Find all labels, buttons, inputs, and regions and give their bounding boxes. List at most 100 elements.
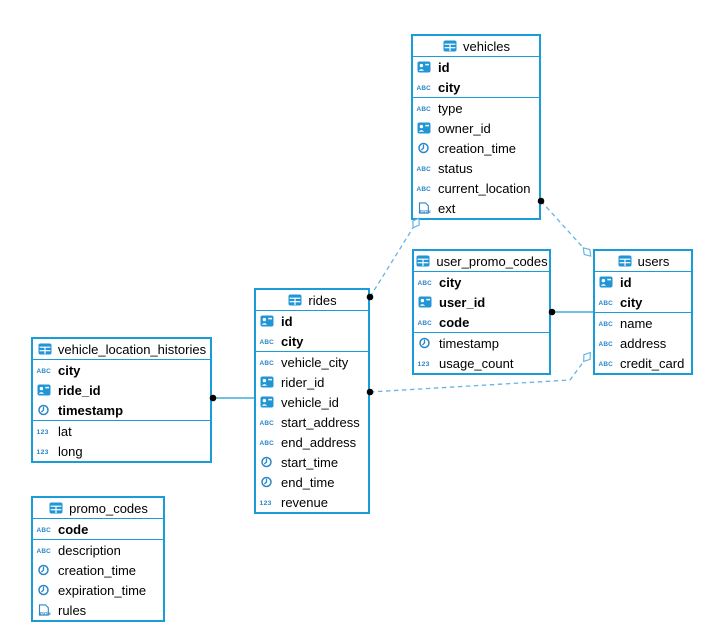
table-title: promo_codes — [69, 500, 148, 516]
svg-text:ABC: ABC — [417, 166, 432, 173]
table-icon — [37, 343, 53, 355]
json-column-icon: JSON — [36, 604, 54, 616]
table-header[interactable]: vehicles — [413, 36, 539, 57]
table-header[interactable]: rides — [256, 290, 368, 311]
table-title: vehicle_location_histories — [57, 341, 207, 357]
svg-text:ABC: ABC — [417, 106, 432, 113]
column-label: user_id — [439, 294, 486, 310]
column-creation_time: creation_time — [33, 560, 163, 580]
text-column-icon: ABC — [259, 335, 277, 347]
svg-text:ABC: ABC — [599, 361, 614, 368]
column-label: city — [438, 79, 461, 95]
time-column-icon — [416, 142, 434, 154]
id-column-icon — [259, 315, 277, 327]
column-label: timestamp — [58, 402, 124, 418]
id-column-icon — [36, 384, 54, 396]
column-id: id — [413, 57, 539, 77]
svg-text:ABC: ABC — [260, 440, 275, 447]
column-label: description — [58, 542, 121, 558]
table-title: users — [637, 253, 670, 269]
column-label: lat — [58, 423, 72, 439]
column-label: owner_id — [438, 120, 491, 136]
text-column-icon: ABC — [36, 523, 54, 535]
svg-text:ABC: ABC — [37, 527, 52, 534]
svg-text:ABC: ABC — [599, 300, 614, 307]
svg-text:ABC: ABC — [260, 360, 275, 367]
time-column-icon — [36, 404, 54, 416]
text-column-icon: ABC — [36, 364, 54, 376]
column-usage_count: 123 usage_count — [414, 353, 549, 373]
column-label: revenue — [281, 494, 328, 510]
text-column-icon: ABC — [598, 296, 616, 308]
column-type: ABC type — [413, 98, 539, 118]
column-city: ABC city — [414, 272, 549, 292]
svg-text:123: 123 — [37, 449, 49, 456]
column-label: start_time — [281, 454, 339, 470]
column-creation_time: creation_time — [413, 138, 539, 158]
column-label: city — [620, 294, 643, 310]
column-city: ABC city — [256, 331, 368, 351]
column-label: code — [58, 521, 89, 537]
column-end_time: end_time — [256, 472, 368, 492]
table-header[interactable]: user_promo_codes — [414, 251, 549, 272]
table-header[interactable]: promo_codes — [33, 498, 163, 519]
optional-diamond-marker — [582, 247, 592, 257]
column-description: ABC description — [33, 540, 163, 560]
column-label: id — [438, 59, 450, 75]
column-label: city — [281, 333, 304, 349]
column-label: vehicle_city — [281, 354, 349, 370]
svg-text:ABC: ABC — [418, 280, 433, 287]
column-city: ABC city — [413, 77, 539, 97]
column-label: credit_card — [620, 355, 685, 371]
column-start_time: start_time — [256, 452, 368, 472]
table-title: vehicles — [463, 38, 510, 54]
column-label: rules — [58, 602, 87, 618]
svg-text:ABC: ABC — [418, 320, 433, 327]
column-owner_id: owner_id — [413, 118, 539, 138]
table-header[interactable]: users — [595, 251, 691, 272]
id-column-icon — [417, 296, 435, 308]
table-header[interactable]: vehicle_location_histories — [33, 339, 210, 360]
column-label: current_location — [438, 180, 531, 196]
column-label: type — [438, 100, 463, 116]
column-label: id — [281, 313, 293, 329]
text-column-icon: ABC — [416, 102, 434, 114]
text-column-icon: ABC — [36, 544, 54, 556]
column-label: creation_time — [438, 140, 517, 156]
text-column-icon: ABC — [598, 357, 616, 369]
svg-text:123: 123 — [418, 361, 430, 368]
number-column-icon: 123 — [36, 425, 54, 437]
pk-separator — [33, 539, 163, 540]
svg-text:ABC: ABC — [417, 85, 432, 92]
svg-text:123: 123 — [37, 429, 49, 436]
table-title: user_promo_codes — [436, 253, 548, 269]
column-ride_id: ride_id — [33, 380, 210, 400]
column-vehicle_city: ABC vehicle_city — [256, 352, 368, 372]
column-lat: 123 lat — [33, 421, 210, 441]
column-label: id — [620, 274, 632, 290]
pk-separator — [33, 420, 210, 421]
column-label: rider_id — [281, 374, 325, 390]
column-label: usage_count — [439, 355, 514, 371]
column-city: ABC city — [595, 292, 691, 312]
optional-diamond-marker — [583, 351, 591, 363]
time-column-icon — [36, 564, 54, 576]
text-column-icon: ABC — [416, 162, 434, 174]
column-label: city — [439, 274, 462, 290]
column-rider_id: rider_id — [256, 372, 368, 392]
time-column-icon — [417, 337, 435, 349]
table-icon — [617, 255, 633, 267]
column-vehicle_id: vehicle_id — [256, 392, 368, 412]
relation-vehicles-users — [540, 200, 588, 253]
